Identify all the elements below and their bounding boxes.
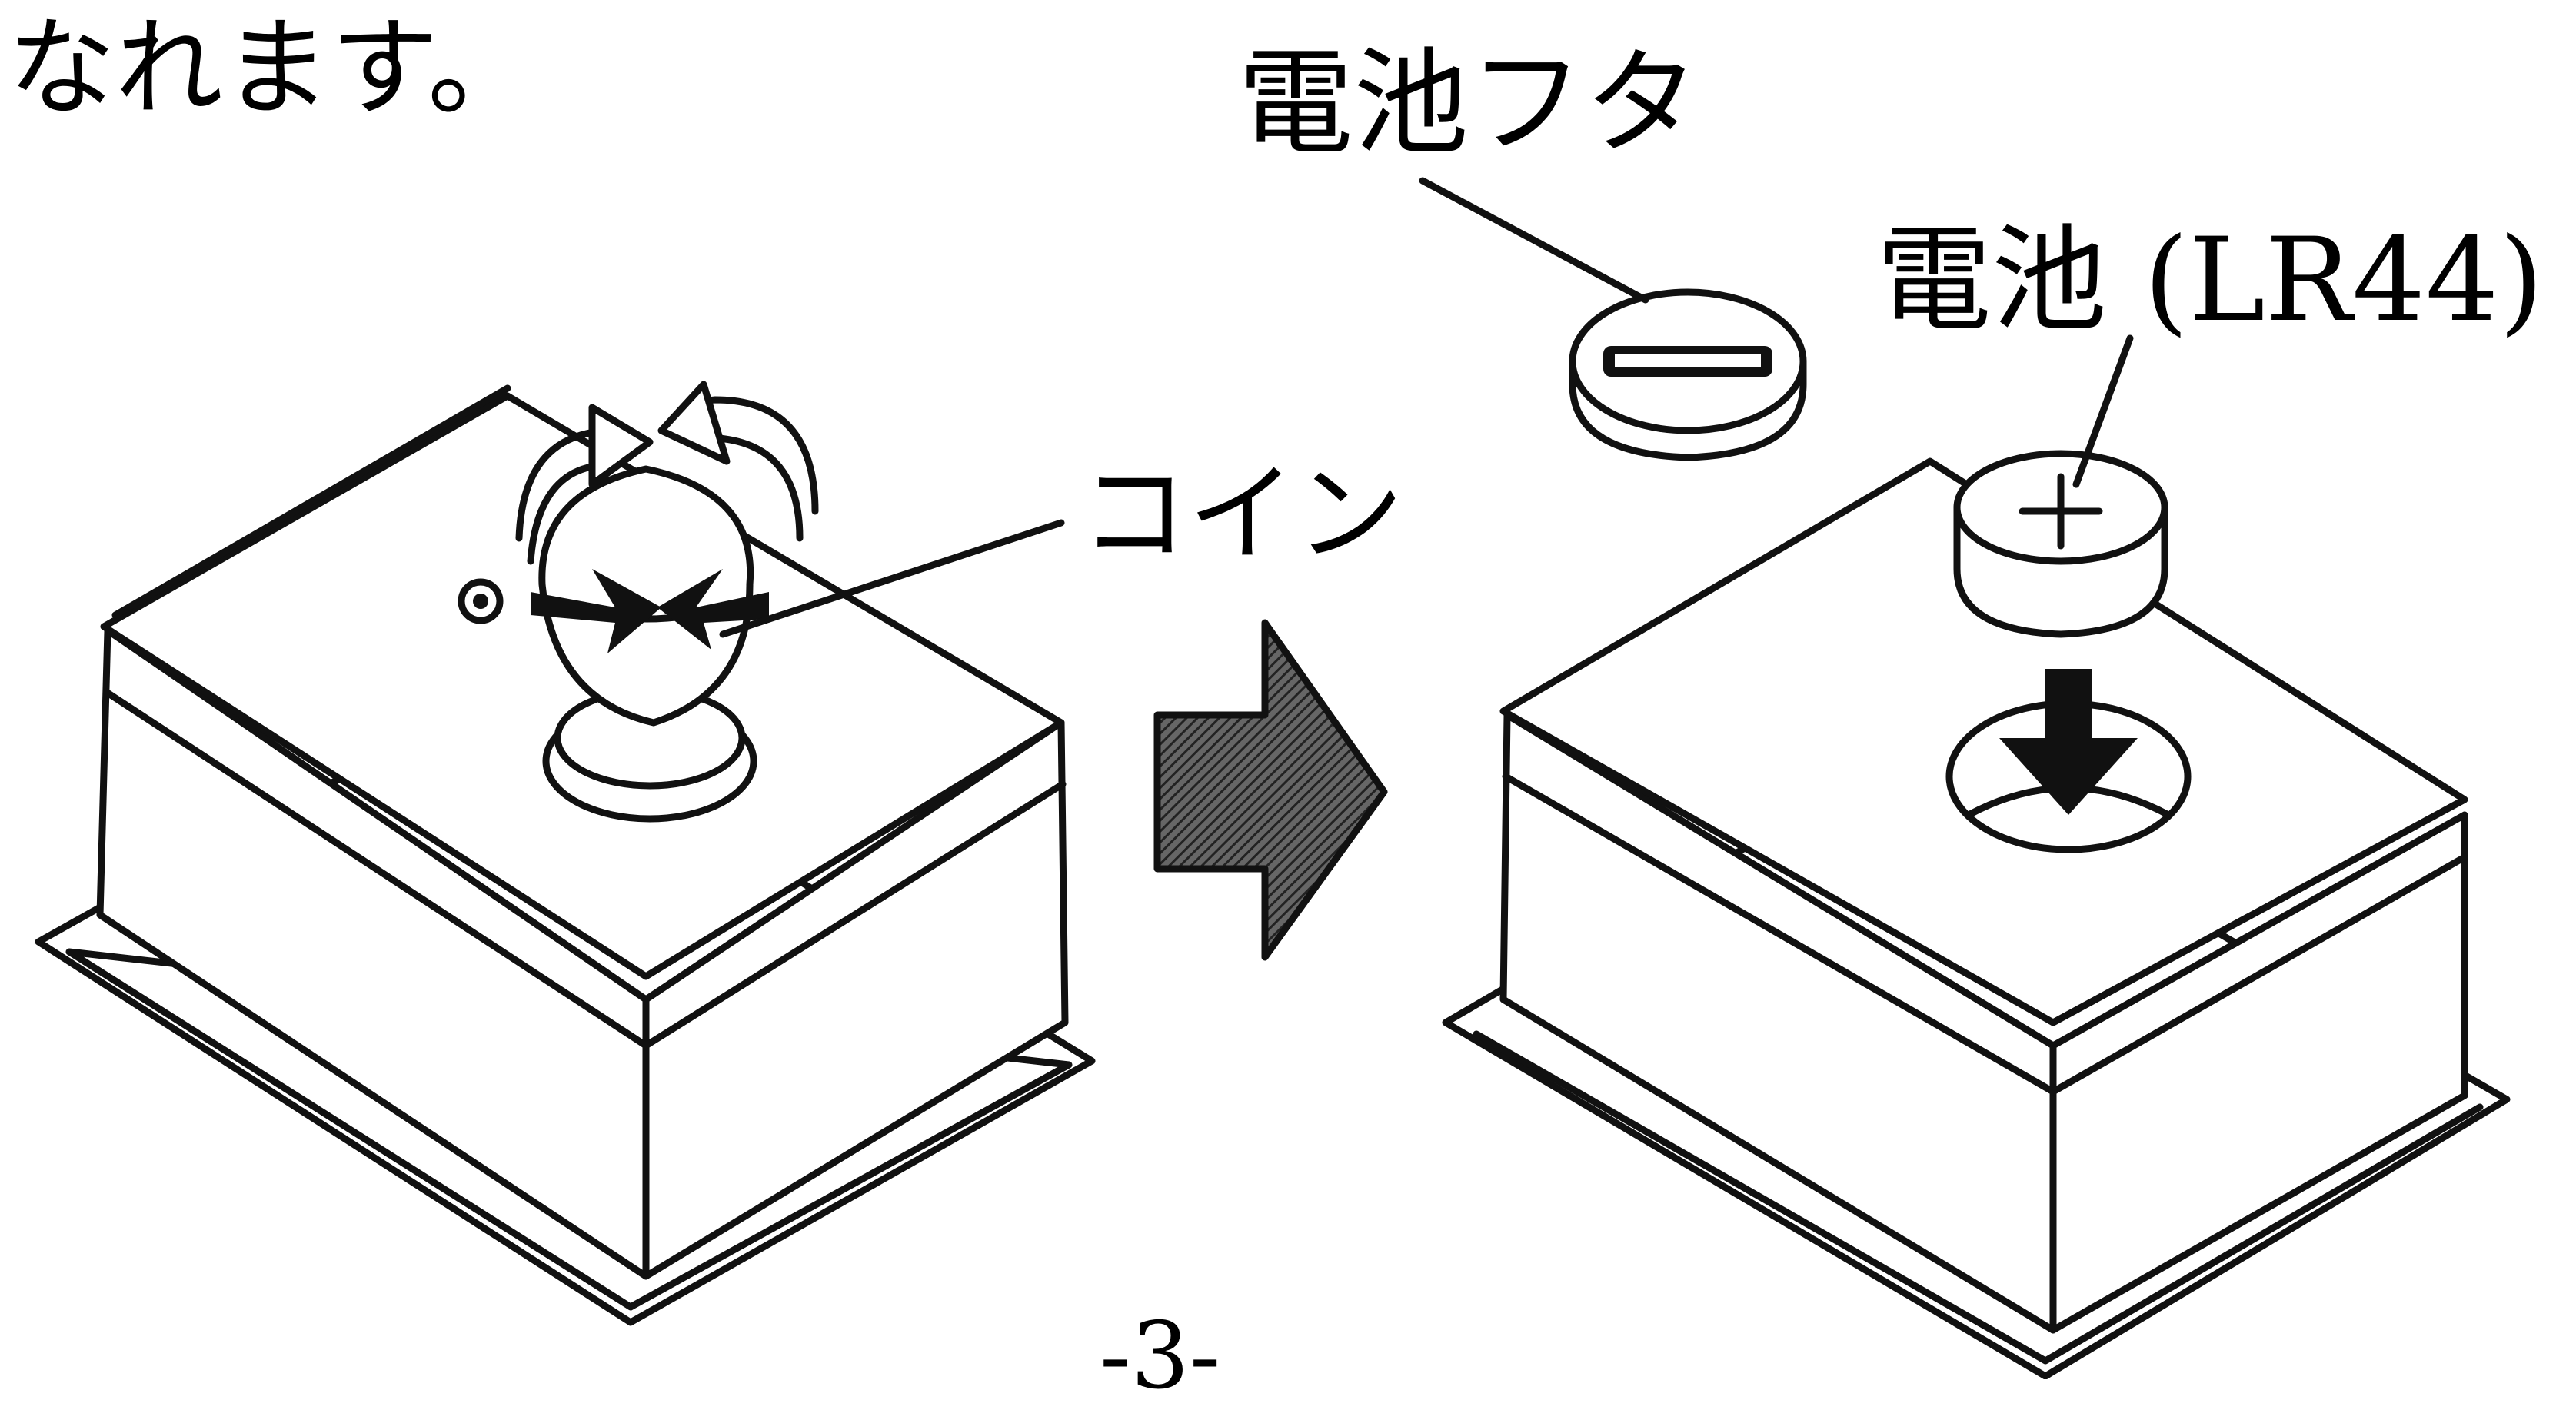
left-device-box	[35, 384, 1096, 1326]
battery-label: 電池 (LR44)	[1876, 214, 2544, 348]
plus-icon	[2019, 473, 2103, 550]
illustration-canvas	[35, 177, 2511, 1379]
down-arrow-icon	[1999, 669, 2138, 815]
battery-replacement-diagram: なれます。 電池フタ 電池 (LR44) コイン -3-	[8, 6, 2544, 1403]
coin-label: コイン	[1080, 452, 1404, 577]
battery-cover-label: 電池フタ	[1238, 37, 1700, 171]
minus-icon	[1603, 346, 1772, 377]
left-device-side-face	[642, 719, 1069, 1280]
battery-leader-line	[2072, 334, 2134, 488]
page-number: -3-	[1100, 1303, 1221, 1410]
coin-leader-line	[719, 519, 1065, 638]
right-arrow-icon	[1153, 619, 1388, 961]
caption-text: なれます。	[8, 6, 536, 131]
rotate-arrow-dark-left	[531, 569, 661, 653]
right-device-side-face	[2049, 811, 2468, 1334]
battery-lr44	[1953, 450, 2168, 638]
cover-leader-line	[1419, 177, 1649, 304]
battery-cover	[1569, 288, 1807, 461]
rotate-arrow-dark-right	[657, 569, 769, 650]
rotate-icon	[515, 381, 819, 653]
right-device-box	[1442, 457, 2511, 1379]
